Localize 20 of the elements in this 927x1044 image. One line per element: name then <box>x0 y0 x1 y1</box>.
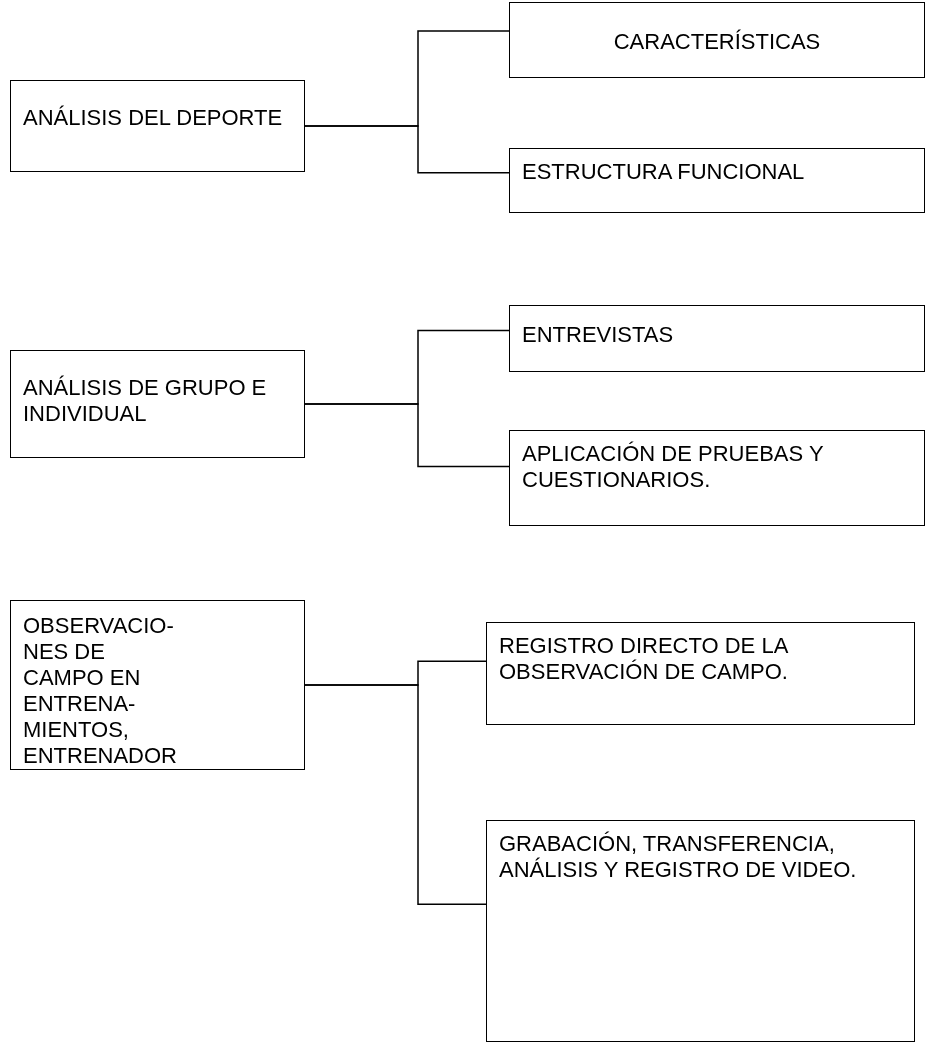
text-box <box>509 430 925 526</box>
box-label: CARACTERÍSTICAS <box>612 29 822 55</box>
box-label: REGISTRO DIRECTO DE LA OBSERVACIÓN DE CAMPO. <box>499 633 789 685</box>
text-box <box>509 305 925 372</box>
text-box <box>509 2 925 78</box>
text-box <box>509 148 925 213</box>
box-label: GRABACIÓN, TRANSFERENCIA, ANÁLISIS Y REGISTRO DE VIDEO. <box>499 831 858 883</box>
connector-line <box>304 125 510 174</box>
connector-line <box>304 684 487 906</box>
box-label: ENTREVISTAS <box>522 322 675 348</box>
box-label: ANÁLISIS DE GRUPO E INDIVIDUAL <box>23 375 268 427</box>
connector-line <box>304 403 510 468</box>
text-box <box>486 622 915 725</box>
box-label: APLICACIÓN DE PRUEBAS Y CUESTIONARIOS. <box>522 441 825 493</box>
box-label: ANÁLISIS DEL DEPORTE <box>23 105 284 131</box>
text-box <box>10 350 305 458</box>
box-label: ESTRUCTURA FUNCIONAL <box>522 159 806 185</box>
text-box <box>10 80 305 172</box>
text-box <box>486 820 915 1042</box>
text-box <box>10 600 305 770</box>
